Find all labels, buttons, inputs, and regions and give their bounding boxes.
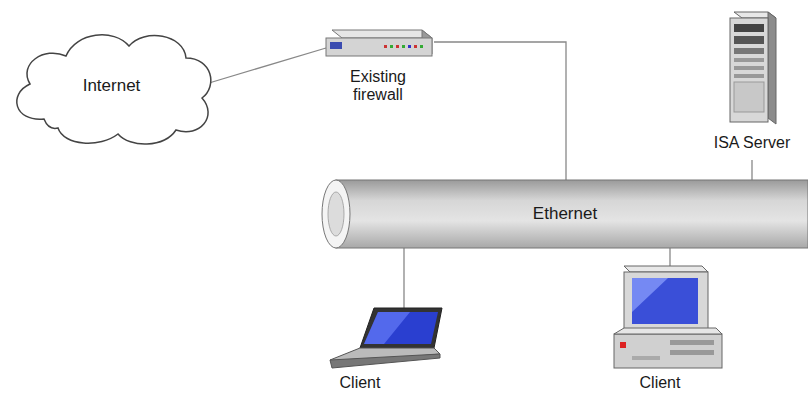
- server-node: ISA Server: [700, 8, 804, 158]
- server-tower: [726, 8, 778, 128]
- node-label: ISA Server: [700, 134, 804, 152]
- network-link: [434, 42, 566, 181]
- ethernet-bus: Ethernet: [320, 178, 808, 250]
- firewall-node: Existing firewall: [322, 28, 434, 112]
- node-label: Existing firewall: [332, 68, 424, 105]
- network-link: [199, 48, 326, 86]
- network-link: [403, 247, 404, 308]
- desktop-computer: [610, 262, 726, 370]
- internet-cloud: Internet: [4, 24, 219, 149]
- network-link: [669, 247, 670, 266]
- client-node: Client: [320, 306, 450, 394]
- node-label: Client: [320, 374, 400, 392]
- network-link: [751, 160, 752, 181]
- node-label: Internet: [44, 76, 179, 96]
- firewall-device: [322, 28, 434, 64]
- laptop-icon: [330, 306, 450, 370]
- client-node: Client: [600, 262, 730, 394]
- node-label: Ethernet: [470, 204, 660, 224]
- node-label: Client: [604, 374, 716, 392]
